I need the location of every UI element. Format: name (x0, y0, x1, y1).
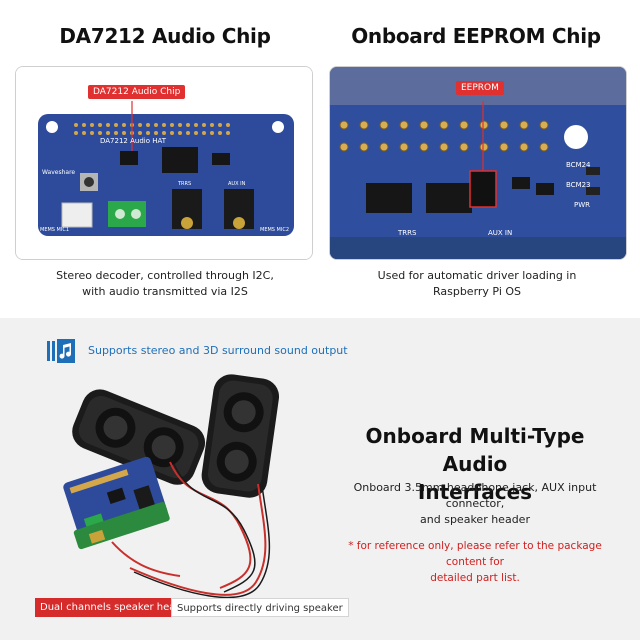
board-bcm24-label: BCM24 (566, 161, 591, 169)
interfaces-title: Onboard Multi-Type Audio Interfaces (330, 422, 620, 506)
eeprom-callout: EEPROM (456, 81, 504, 95)
audio-chip-title: DA7212 Audio Chip (59, 24, 271, 48)
stereo-support-text: Supports stereo and 3D surround sound ou… (88, 344, 348, 357)
reference-note: * for reference only, please refer to th… (330, 538, 620, 586)
eeprom-title: Onboard EEPROM Chip (351, 24, 601, 48)
interfaces-title-line2: Interfaces (417, 480, 533, 504)
board-aux-label: AUX IN (228, 181, 246, 187)
eeprom-caption: Used for automatic driver loading in Ras… (327, 268, 627, 300)
eeprom-closeup-illustration (330, 67, 626, 259)
board-pwr-label: PWR (574, 201, 591, 209)
audio-chip-callout: DA7212 Audio Chip (88, 85, 186, 99)
interfaces-desc-line1: Onboard 3.5mm headphone jack, AUX input … (353, 481, 597, 510)
board-mems2-label: MEMS MIC2 (260, 227, 290, 233)
board-mems-label: MEMS MIC1 (40, 227, 70, 233)
eeprom-board-aux-label: AUX IN (488, 229, 513, 237)
speakers-and-hat-illustration (63, 374, 280, 599)
interfaces-desc-line2: and speaker header (420, 513, 530, 526)
reference-note-line2: detailed part list. (430, 572, 520, 584)
eeprom-panel: EEPROM BCM24 BCM23 PWR TRRS AUX IN (329, 66, 627, 260)
board-bcm23-label: BCM23 (566, 181, 591, 189)
interfaces-title-line1: Onboard Multi-Type Audio (365, 424, 585, 476)
reference-note-line1: * for reference only, please refer to th… (348, 540, 602, 568)
eeprom-caption-line2: Raspberry Pi OS (432, 285, 522, 298)
audio-hat-board-illustration (16, 67, 312, 259)
board-trrs-label: TRRS (178, 181, 192, 187)
speaker-header-tag: Dual channels speaker header (35, 598, 198, 617)
eeprom-caption-line1: Used for automatic driver loading in (377, 269, 577, 282)
audio-chip-caption-line1: Stereo decoder, controlled through I2C, (56, 269, 274, 282)
board-brand-label: Waveshare (42, 169, 76, 176)
interfaces-description: Onboard 3.5mm headphone jack, AUX input … (330, 480, 620, 528)
audio-chip-caption: Stereo decoder, controlled through I2C, … (15, 268, 315, 300)
eeprom-board-trrs-label: TRRS (398, 229, 417, 237)
audio-chip-panel: DA7212 Audio Chip DA7212 Audio HAT Waves… (15, 66, 313, 260)
music-note-icon (47, 339, 75, 363)
driving-speaker-tag: Supports directly driving speaker (171, 598, 349, 617)
board-product-label: DA7212 Audio HAT (100, 137, 167, 145)
audio-chip-caption-line2: with audio transmitted via I2S (82, 285, 248, 298)
